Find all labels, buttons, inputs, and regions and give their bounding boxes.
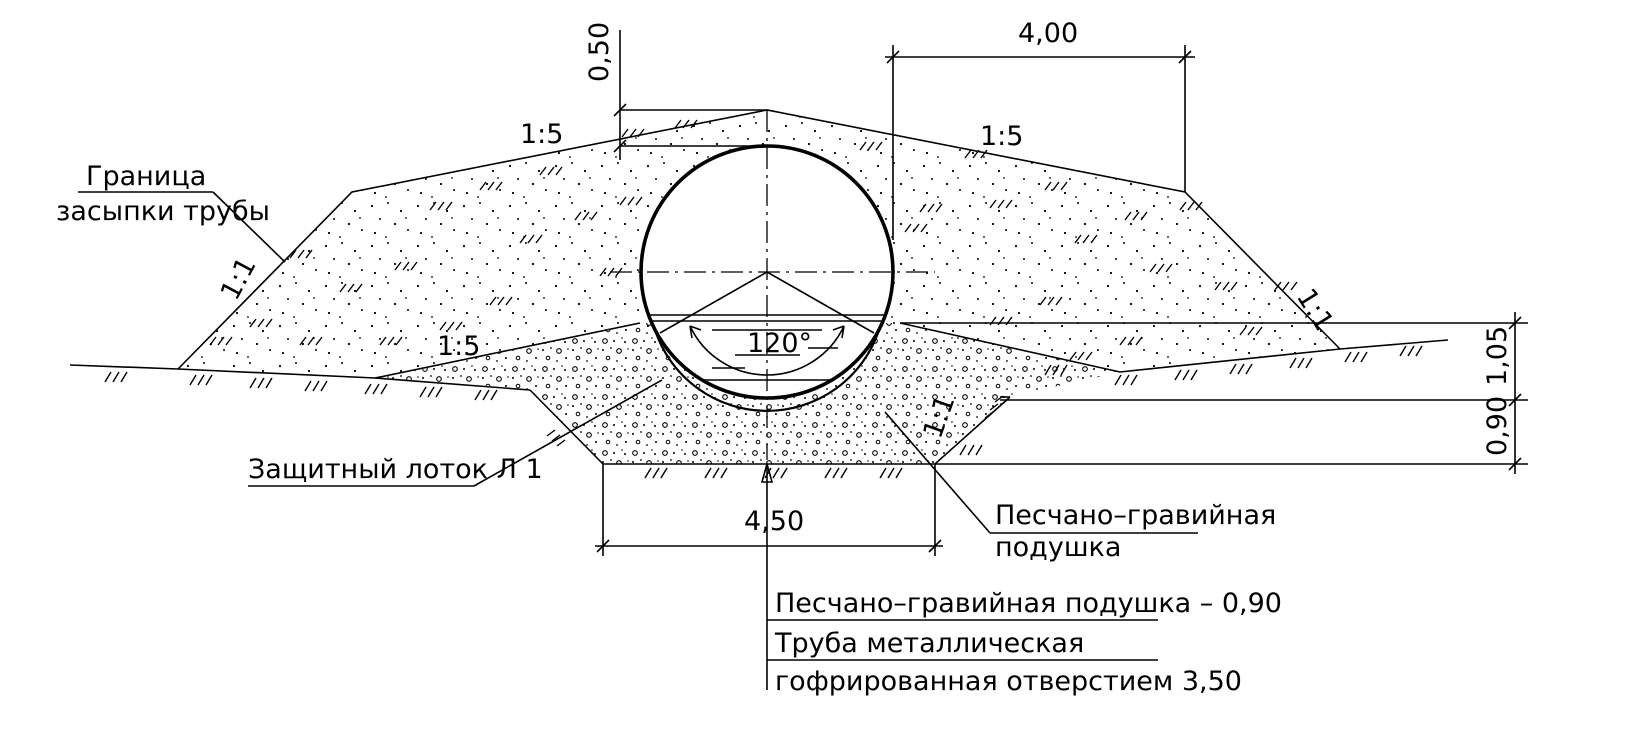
leader-sand-gravel-cushion — [884, 411, 1198, 534]
dim-base-width-label: 4,50 — [744, 506, 804, 537]
corrugated-metal-pipe — [610, 110, 935, 460]
sand-gravel-cushion-label-line1: Песчано–гравийная — [995, 500, 1276, 531]
dimension-right-heights — [900, 312, 1528, 474]
angle-label: 120° — [747, 328, 812, 359]
dim-cushion-upper-label: 1,05 — [1482, 326, 1513, 386]
leader-backfill-boundary — [78, 191, 286, 263]
slope-top-right-label: 1:5 — [980, 121, 1023, 152]
dim-top-cover-label: 0,50 — [584, 22, 615, 82]
cushion-hatch-marks — [546, 395, 1004, 479]
spec-line-3: гофрированная отверстием 3,50 — [775, 666, 1242, 697]
natural-ground-line — [69, 339, 1449, 401]
dimension-base-width — [595, 461, 943, 690]
soil-hatch-marks — [209, 119, 1298, 361]
slope-top-left-label: 1:5 — [520, 119, 563, 150]
backfill-boundary-label-line1: Граница — [86, 161, 206, 192]
dim-top-width-label: 4,00 — [1018, 18, 1078, 49]
ground-hatch-marks — [104, 345, 1423, 401]
backfill-boundary-label-line2: засыпки трубы — [56, 196, 270, 227]
leader-protective-tray — [248, 379, 663, 487]
dimension-top-cover — [613, 30, 767, 160]
spec-line-1: Песчано–гравийная подушка – 0,90 — [775, 588, 1282, 619]
protective-tray-label: Защитный лоток Л 1 — [248, 454, 543, 485]
slope-cushion-left-label: 1:5 — [437, 331, 480, 362]
dimension-top-width — [885, 45, 1195, 240]
dim-cushion-lower-label: 0,90 — [1482, 396, 1513, 456]
sand-gravel-cushion-label-line2: подушка — [995, 532, 1121, 563]
spec-line-2: Труба металлическая — [774, 628, 1084, 659]
spec-callout-lines — [767, 619, 1158, 661]
